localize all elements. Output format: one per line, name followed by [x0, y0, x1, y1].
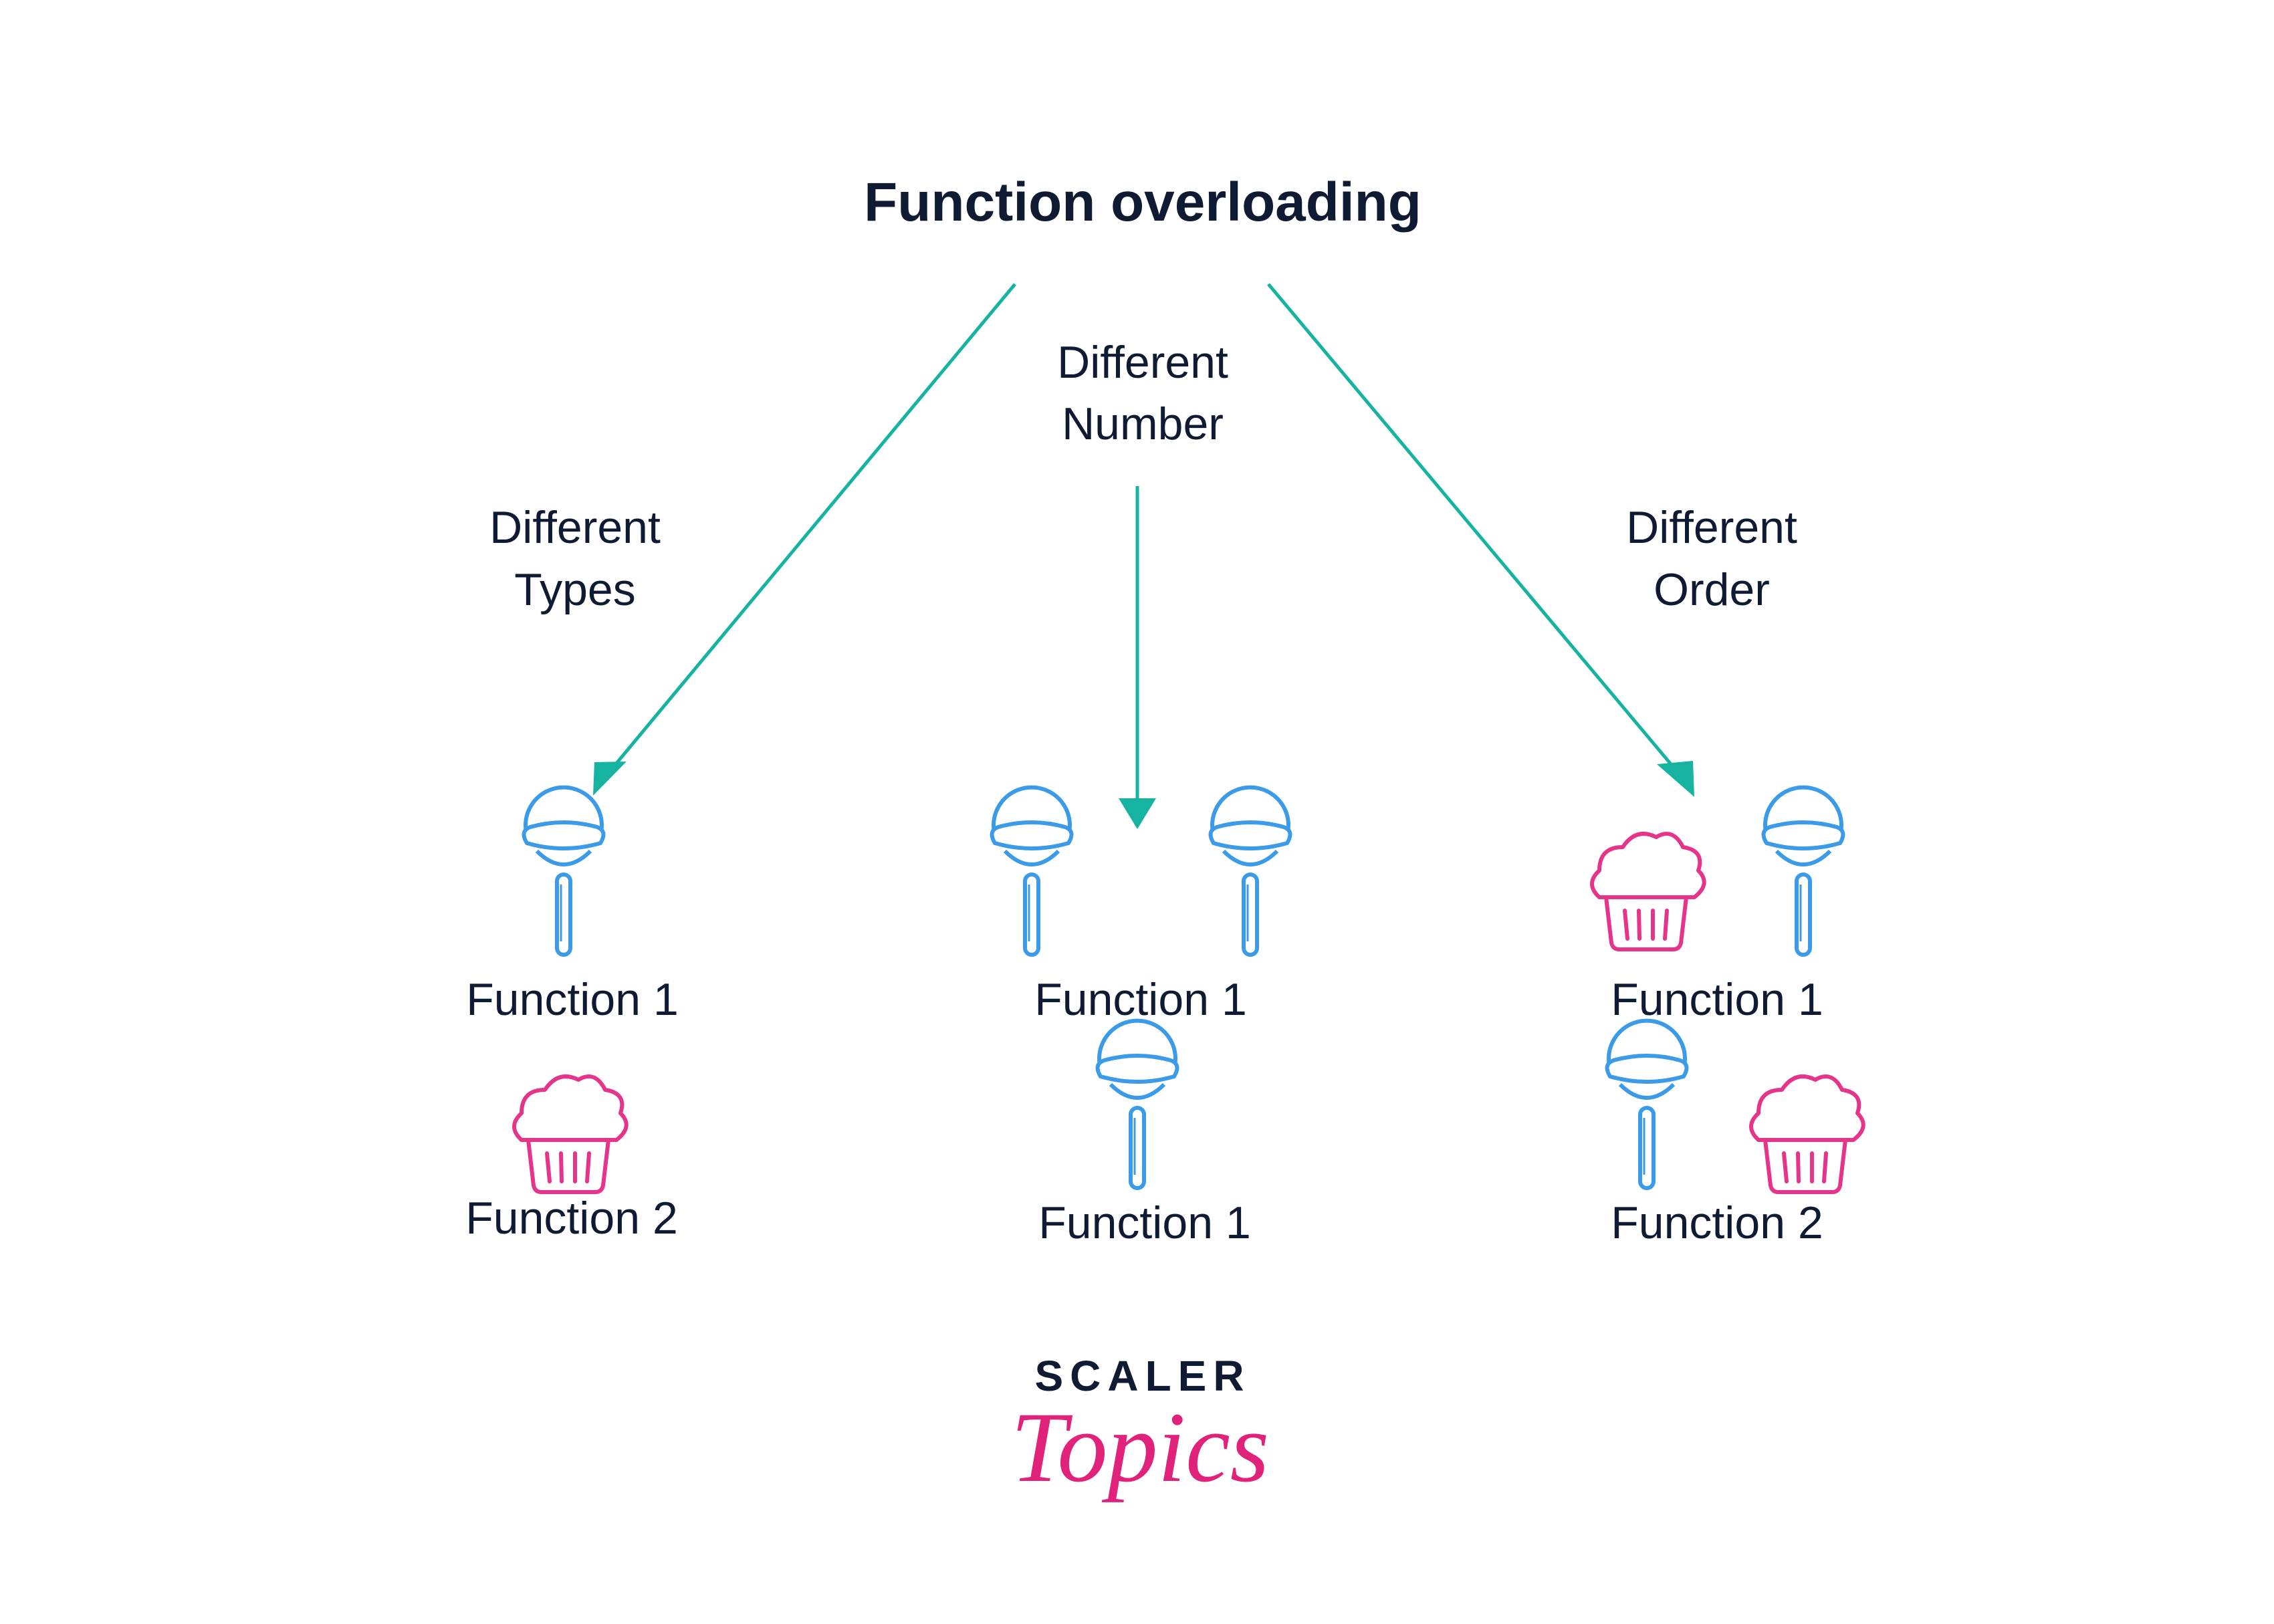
arrow-different-order	[1267, 283, 1687, 784]
cupcake-icon	[1592, 834, 1704, 949]
lollipop-icon	[1098, 1021, 1177, 1188]
page-title: Function overloading	[864, 172, 1422, 233]
number-function-1b-label: Function 1	[1038, 1197, 1251, 1248]
branch-label-types-line1: Different	[489, 502, 661, 553]
branch-label-types-line2: Types	[514, 564, 635, 615]
branch-label-number: Different Number	[1057, 337, 1228, 449]
arrowhead-order	[1657, 761, 1694, 797]
branch-label-order-line2: Order	[1654, 564, 1770, 615]
lollipop-icon	[992, 788, 1072, 955]
lollipop-icon	[1211, 788, 1290, 955]
order-function-1-label: Function 1	[1611, 974, 1823, 1025]
order-group: Function 1 Function 2	[1592, 788, 1863, 1248]
branch-label-number-line2: Number	[1062, 398, 1224, 449]
arrowhead-types	[593, 762, 627, 796]
types-function-1-label: Function 1	[466, 974, 679, 1025]
branch-label-types: Different Types	[489, 502, 661, 615]
types-group: Function 1 Function 2	[465, 788, 679, 1244]
order-function-2-label: Function 2	[1611, 1197, 1823, 1248]
lollipop-icon	[1764, 788, 1843, 955]
brand-topics-text: Topics	[1011, 1392, 1269, 1503]
number-function-1a-label: Function 1	[1034, 974, 1247, 1025]
scaler-topics-logo: SCALER Topics	[1011, 1352, 1269, 1503]
cupcake-icon	[1751, 1076, 1863, 1192]
branch-label-order-line1: Different	[1626, 502, 1797, 553]
lollipop-icon	[1607, 1021, 1687, 1188]
types-function-2-label: Function 2	[465, 1193, 678, 1244]
branch-label-number-line1: Different	[1057, 337, 1228, 388]
arrowhead-number	[1119, 798, 1156, 829]
lollipop-icon	[524, 788, 604, 955]
brand-scaler-text: SCALER	[1034, 1352, 1250, 1400]
arrow-different-types	[600, 283, 1016, 784]
cupcake-icon	[514, 1076, 627, 1192]
branch-label-order: Different Order	[1626, 502, 1797, 615]
number-group: Function 1 Function 1	[992, 788, 1290, 1248]
